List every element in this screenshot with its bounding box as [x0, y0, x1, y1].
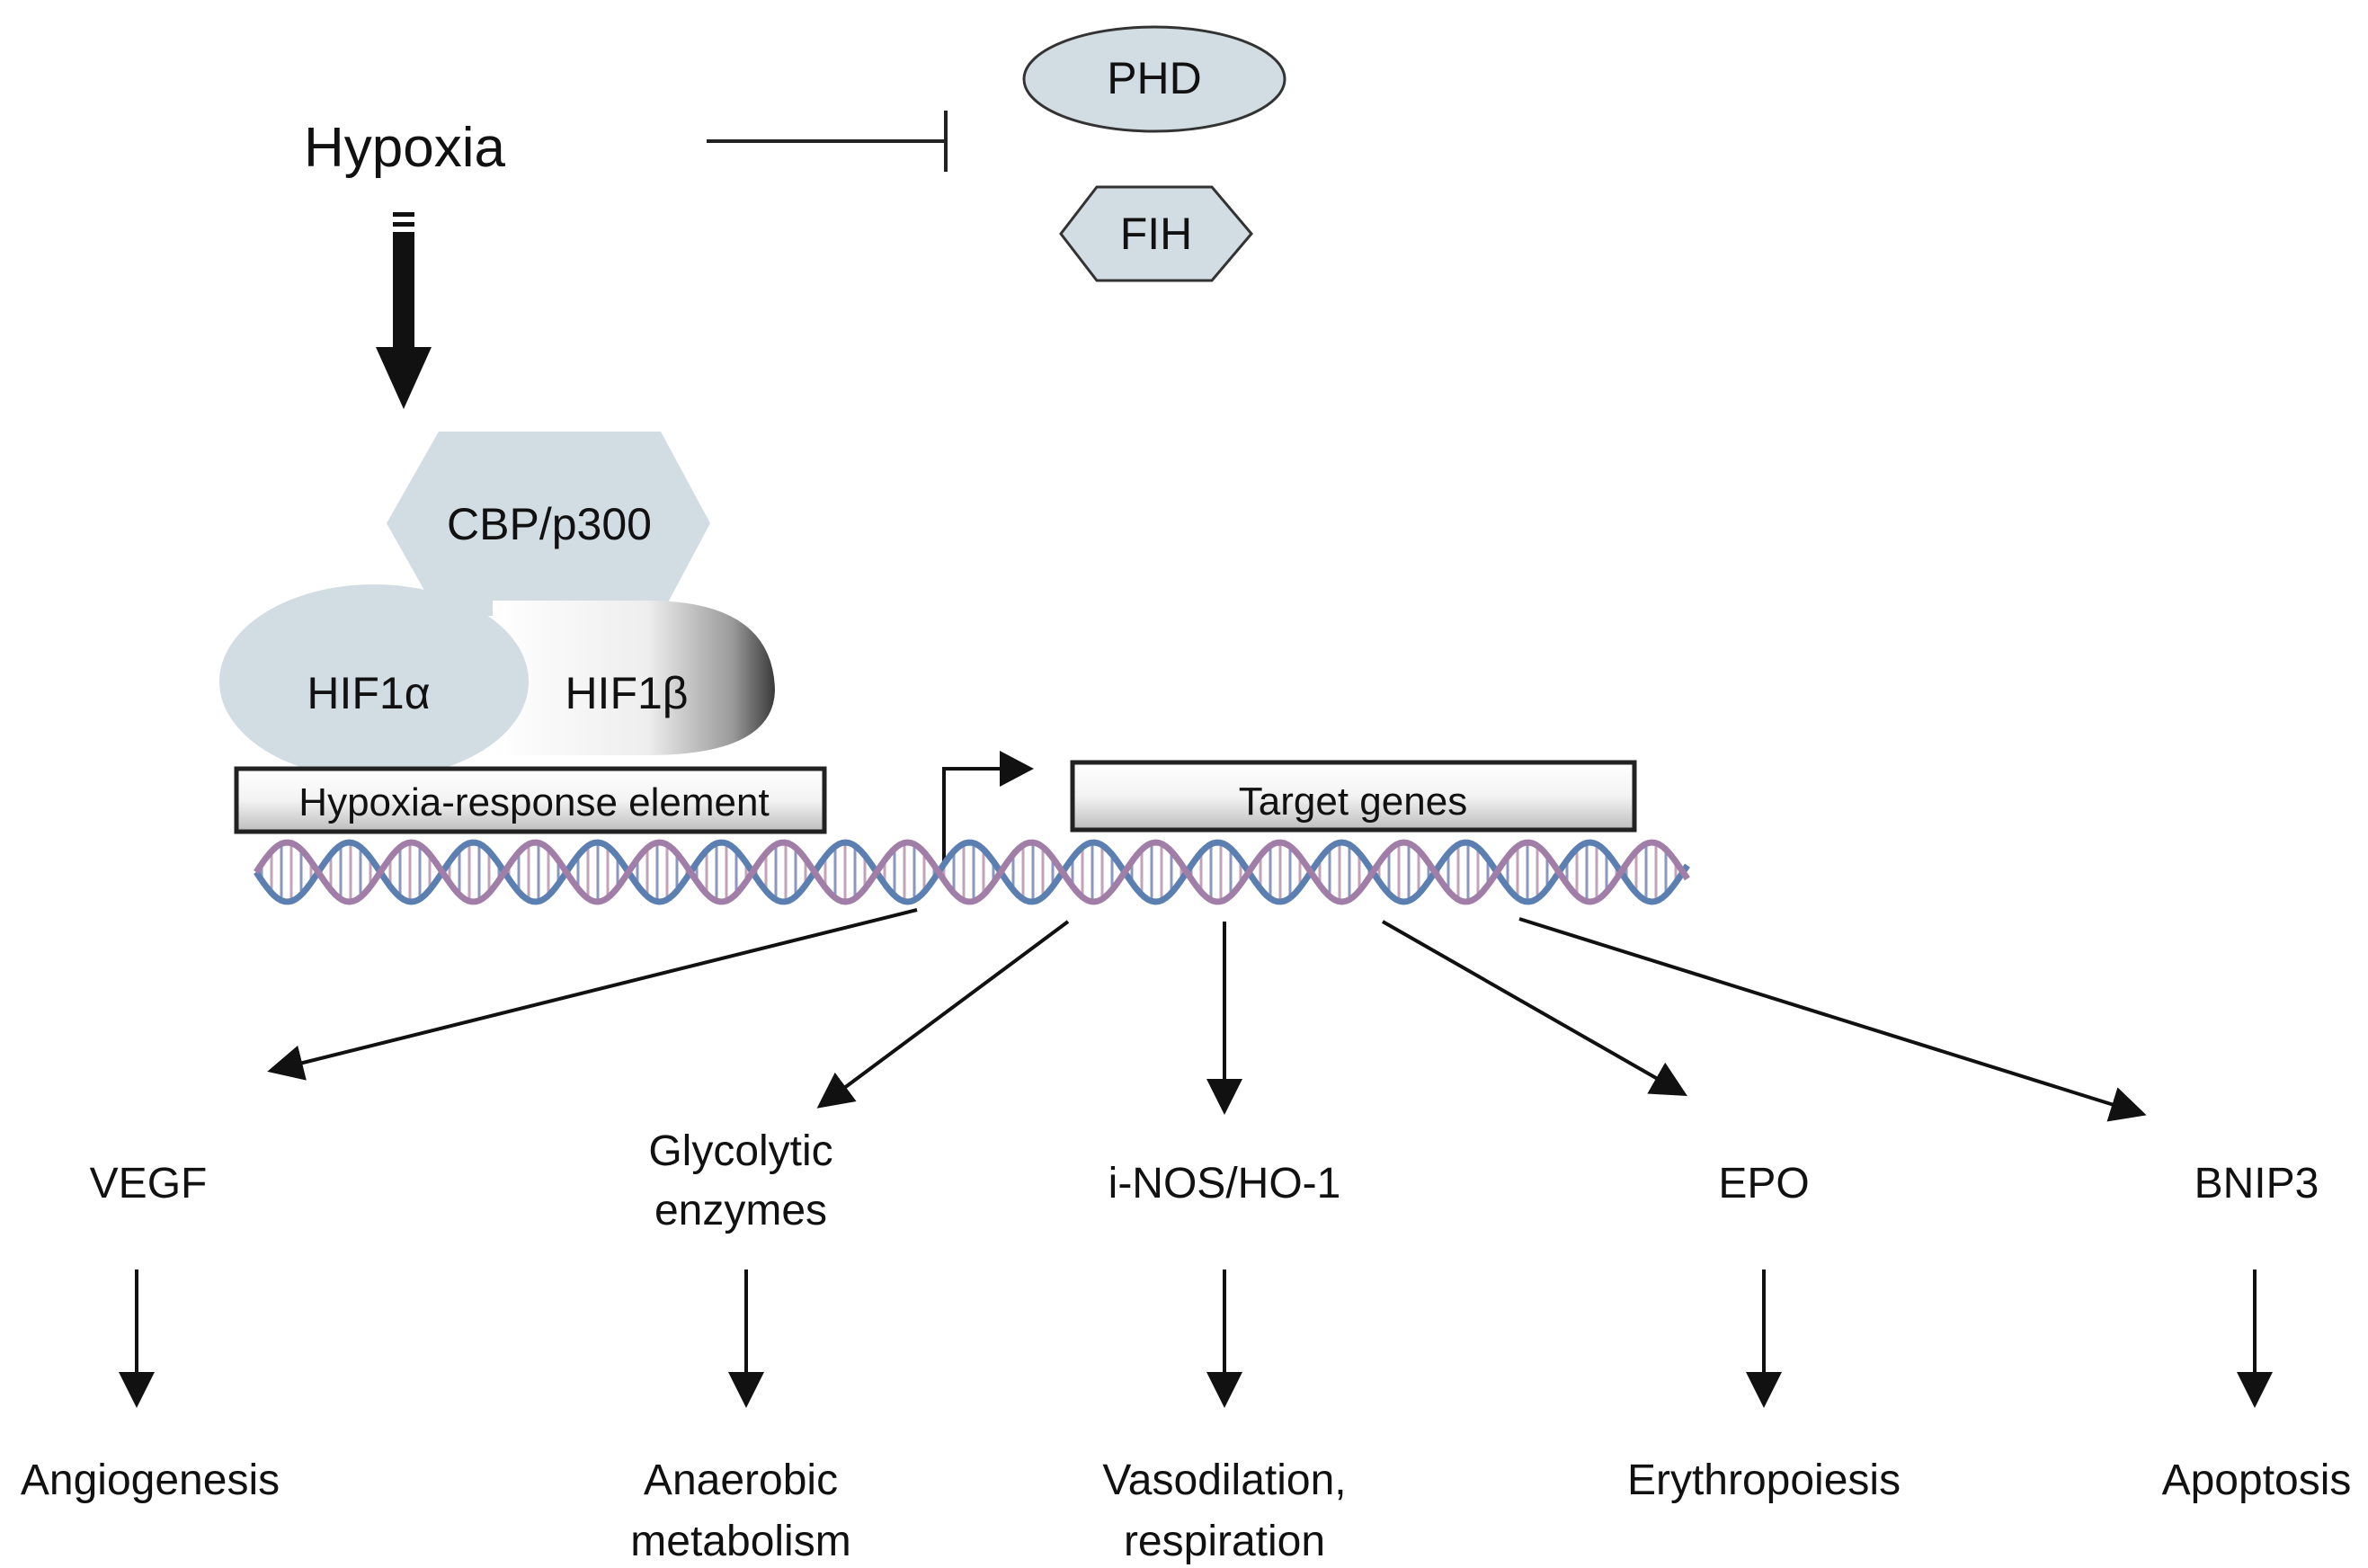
- dna-helix: [254, 839, 1690, 905]
- dna-strand: [254, 839, 1690, 905]
- gene-glycolytic-line1: Glycolytic: [648, 1127, 832, 1175]
- outcome-erythropoiesis: Erythropoiesis: [1627, 1457, 1901, 1504]
- outcome-anaerobic-line1: Anaerobic: [644, 1457, 838, 1504]
- arrow-to-bnip3: [1518, 917, 2147, 1122]
- gene-labels: VEGF Glycolytic enzymes i-NOS/HO-1 EPO B…: [90, 1127, 2319, 1234]
- gene-epo: EPO: [1718, 1160, 1809, 1207]
- gene-glycolytic-line2: enzymes: [654, 1187, 827, 1234]
- cbp-p300-label: CBP/p300: [447, 499, 652, 549]
- arrow-to-epo: [1382, 920, 1687, 1096]
- hif1b-node: HIF1β: [493, 601, 775, 755]
- outcome-angiogenesis: Angiogenesis: [21, 1457, 280, 1504]
- gene-vegf: VEGF: [90, 1160, 208, 1207]
- target-genes-label: Target genes: [1239, 780, 1467, 824]
- gene-arrows: [267, 908, 2147, 1122]
- fih-node: FIH: [1059, 185, 1253, 282]
- hypoxia-label: Hypoxia: [304, 117, 506, 179]
- hif1a-label: HIF1α: [307, 668, 430, 718]
- dna-strand: [254, 839, 1690, 905]
- outcome-labels: Angiogenesis Anaerobic metabolism Vasodi…: [21, 1457, 2352, 1565]
- outcome-arrows: [119, 1270, 2273, 1408]
- gene-inos-ho1: i-NOS/HO-1: [1108, 1160, 1341, 1207]
- fih-label: FIH: [1120, 209, 1193, 259]
- hre-bar: Hypoxia-response element: [234, 766, 827, 834]
- inhibition-line: [707, 111, 948, 172]
- hre-label: Hypoxia-response element: [298, 780, 769, 824]
- phd-node: PHD: [1022, 25, 1286, 133]
- transcription-start-arrow: [942, 751, 1034, 863]
- outcome-vasodilation-line2: respiration: [1124, 1518, 1325, 1565]
- gene-bnip3: BNIP3: [2194, 1160, 2319, 1207]
- outcome-apoptosis: Apoptosis: [2162, 1457, 2352, 1504]
- phd-label: PHD: [1107, 53, 1202, 103]
- hif1a-node: HIF1α: [219, 584, 529, 779]
- arrow-to-vegf: [267, 908, 918, 1081]
- target-genes-bar: Target genes: [1070, 760, 1637, 833]
- hypoxia-down-arrow: [376, 212, 432, 409]
- outcome-vasodilation-line1: Vasodilation,: [1102, 1457, 1346, 1504]
- cbp-p300-node: CBP/p300: [387, 432, 710, 616]
- arrow-to-glycolytic: [816, 920, 1070, 1109]
- hif1b-label: HIF1β: [565, 668, 688, 718]
- outcome-anaerobic-line2: metabolism: [630, 1518, 850, 1565]
